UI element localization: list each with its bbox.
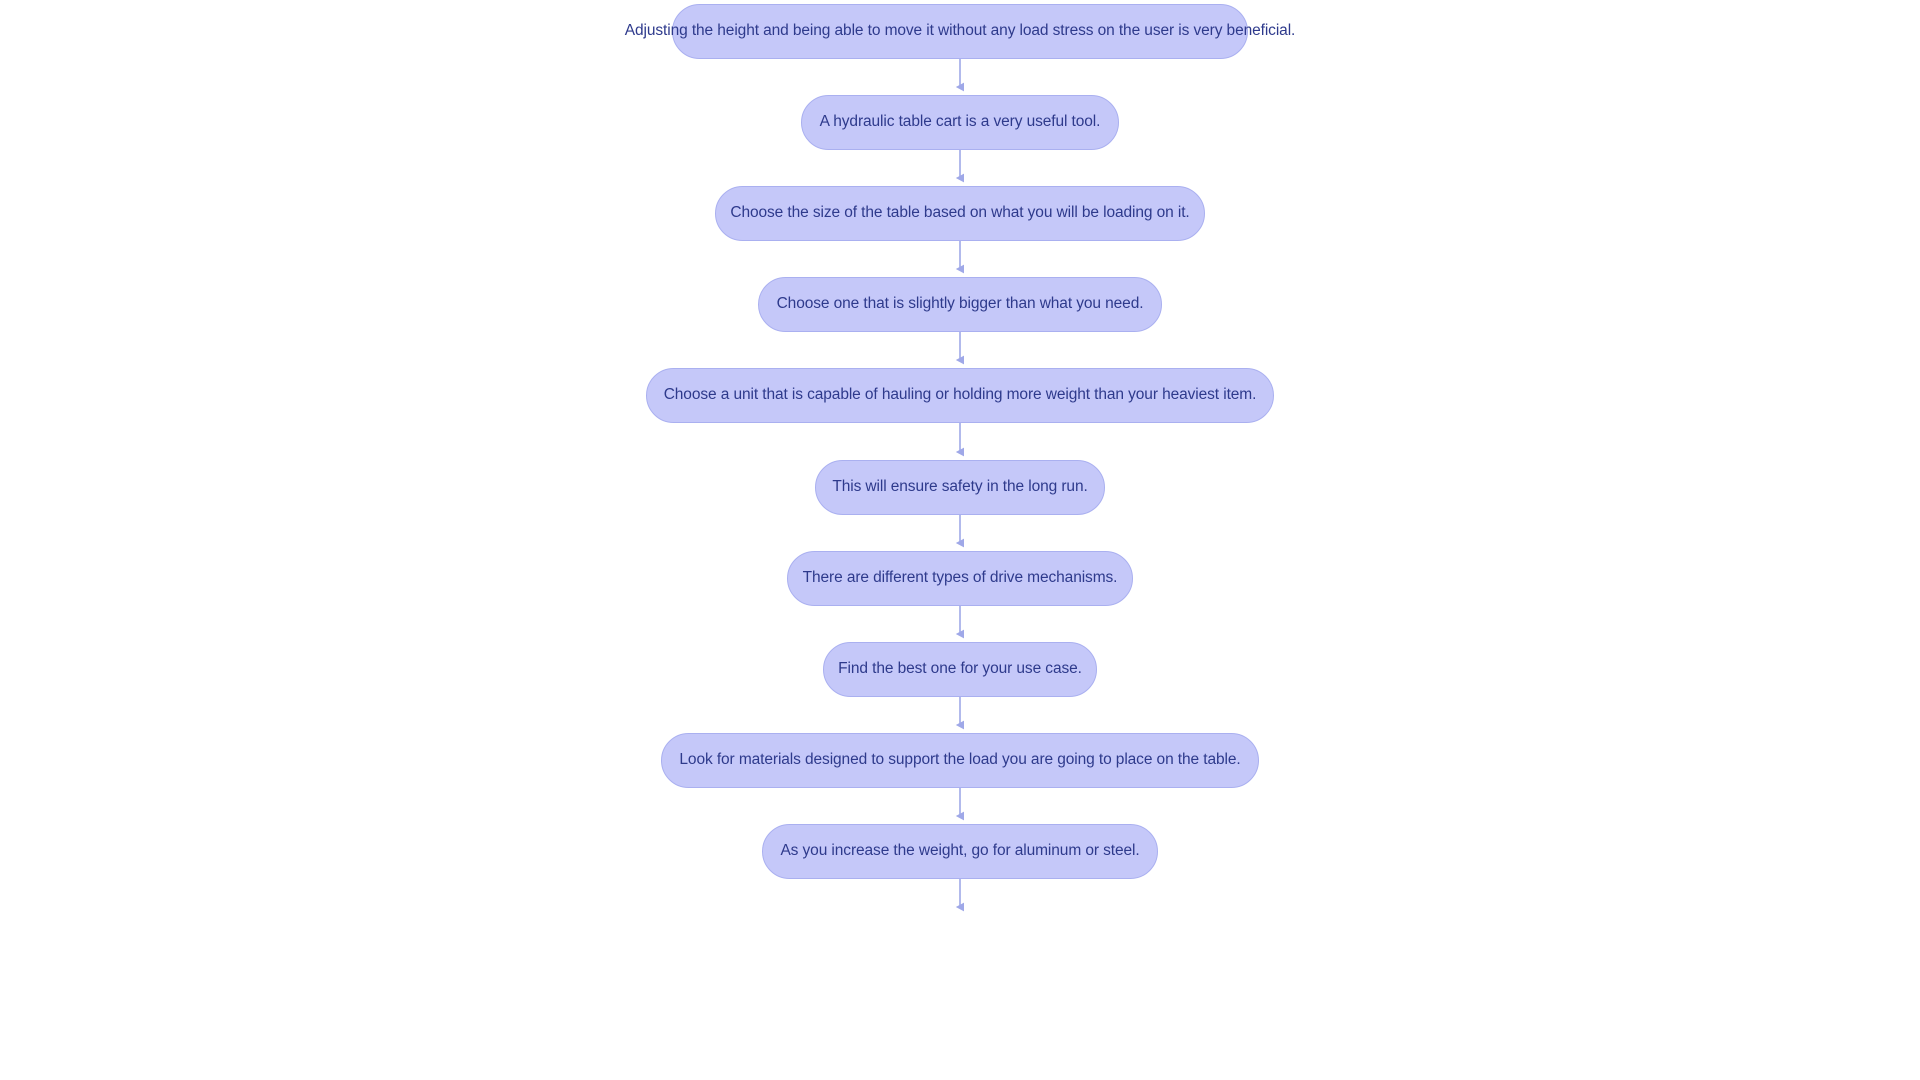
flow-node-label: Choose one that is slightly bigger than … bbox=[776, 295, 1144, 313]
flow-node-label: Choose the size of the table based on wh… bbox=[730, 204, 1190, 222]
flow-node-n8[interactable]: Find the best one for your use case. bbox=[823, 641, 1097, 697]
flow-node-label: There are different types of drive mecha… bbox=[802, 569, 1118, 587]
flow-node-n4[interactable]: Choose one that is slightly bigger than … bbox=[758, 276, 1162, 332]
flow-node-label: Choose a unit that is capable of hauling… bbox=[663, 386, 1257, 404]
flow-node-n5[interactable]: Choose a unit that is capable of hauling… bbox=[646, 367, 1274, 423]
flow-node-n2[interactable]: A hydraulic table cart is a very useful … bbox=[801, 94, 1119, 150]
flow-node-label: A hydraulic table cart is a very useful … bbox=[819, 113, 1101, 131]
flow-node-n1[interactable]: Adjusting the height and being able to m… bbox=[625, 3, 1295, 59]
flow-node-n10[interactable]: As you increase the weight, go for alumi… bbox=[762, 823, 1158, 879]
flow-node-label: This will ensure safety in the long run. bbox=[832, 478, 1088, 496]
flow-node-label: As you increase the weight, go for alumi… bbox=[780, 842, 1140, 860]
flow-node-n6[interactable]: This will ensure safety in the long run. bbox=[815, 459, 1105, 515]
flow-node-n9[interactable]: Look for materials designed to support t… bbox=[661, 732, 1259, 788]
flow-node-n3[interactable]: Choose the size of the table based on wh… bbox=[715, 185, 1205, 241]
flow-node-label: Adjusting the height and being able to m… bbox=[624, 22, 1296, 40]
flow-node-label: Find the best one for your use case. bbox=[838, 660, 1082, 678]
flow-node-label: Look for materials designed to support t… bbox=[679, 751, 1241, 769]
flow-node-n7[interactable]: There are different types of drive mecha… bbox=[787, 550, 1133, 606]
